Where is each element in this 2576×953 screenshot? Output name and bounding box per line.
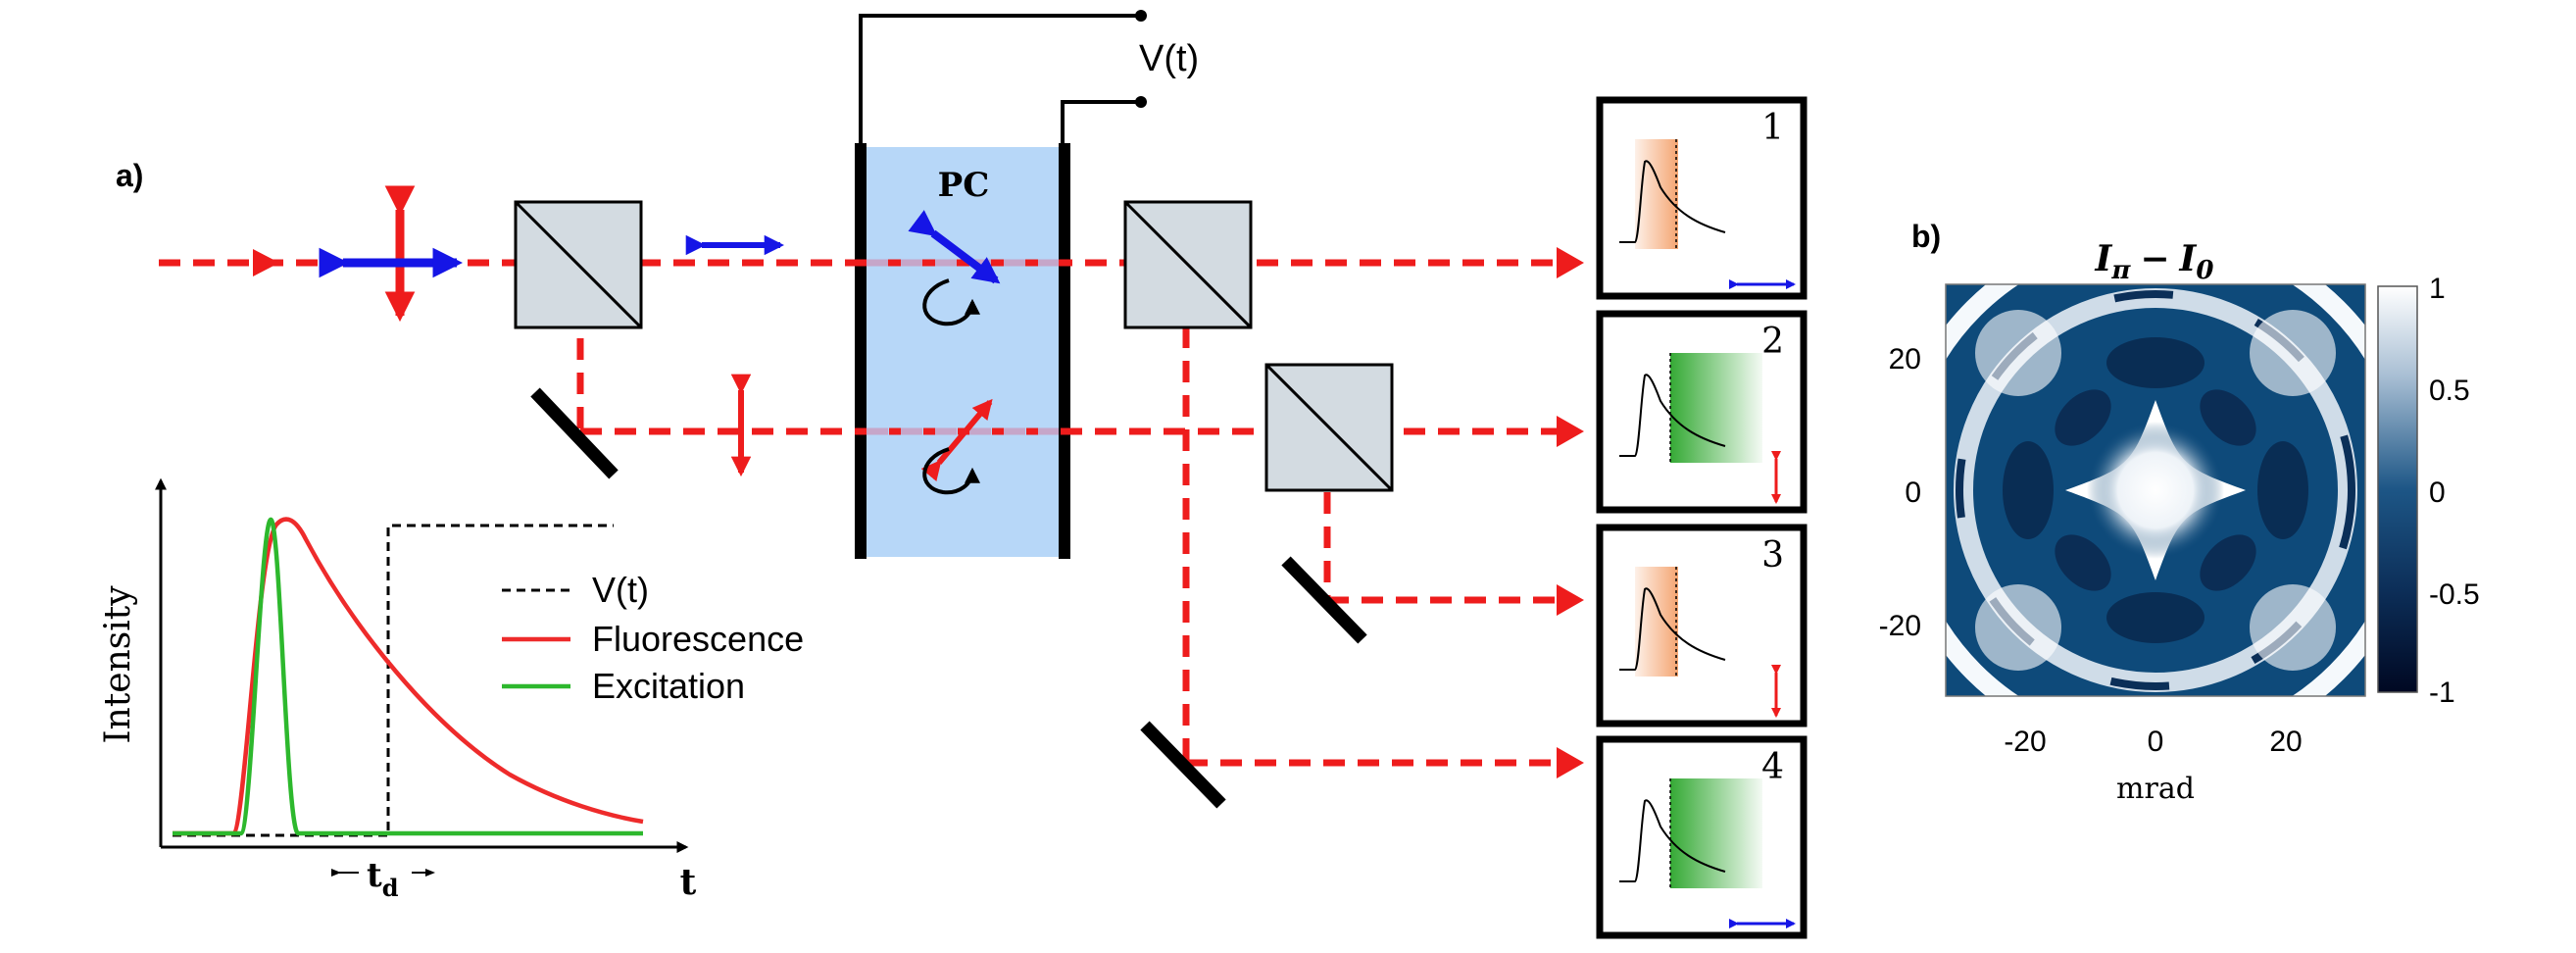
pockels-cell (861, 147, 1066, 557)
map-ytick-minus20: -20 (1879, 610, 1921, 642)
colorbar-tick-0.5: 0.5 (2429, 375, 2470, 407)
intensity-inset-plot: Intensity t V(t) Fluorescence Excitation… (98, 477, 804, 903)
beam-splitter-1 (514, 200, 643, 329)
map-xtick-20: 20 (2269, 726, 2302, 758)
colorbar-tick-1: 1 (2429, 273, 2446, 305)
panel-a-label: a) (116, 158, 143, 193)
voltage-wire-left (859, 14, 1141, 145)
delay-marker: td (331, 856, 435, 902)
fluorescence-curve (173, 517, 644, 836)
pockels-electrode-left (855, 143, 867, 559)
inset-legend: V(t) Fluorescence Excitation (502, 570, 804, 706)
legend-label-vt: V(t) (592, 570, 649, 610)
map-ytick-0: 0 (1905, 476, 1921, 509)
interference-map (1946, 284, 2365, 696)
legend-label-excitation: Excitation (592, 666, 745, 706)
map-ytick-20: 20 (1889, 343, 1921, 376)
voltage-label: V(t) (1139, 38, 1199, 79)
colorbar: 1 0.5 0 -0.5 -1 (2377, 273, 2480, 709)
detector-box-4: 4 (1596, 735, 1808, 939)
detector-number-2: 2 (1761, 322, 1784, 362)
input-polarization-icon (319, 185, 464, 323)
colorbar-tick-minus0.5: -0.5 (2429, 578, 2480, 611)
beam-splitter-2 (1123, 200, 1253, 329)
legend-label-fluorescence: Fluorescence (592, 619, 804, 659)
excitation-curve (173, 517, 643, 836)
map-xlabel: mrad (2116, 772, 2195, 806)
rotated-polarization-blue (908, 210, 1001, 284)
pockels-electrode-right (1059, 143, 1070, 559)
detector-4-arrowhead (1557, 747, 1584, 778)
detector-1-arrowhead (1557, 247, 1584, 278)
delay-label: td (367, 856, 399, 902)
rotation-arrow-lower (922, 447, 980, 495)
voltage-terminal-top (1135, 10, 1147, 22)
detector-number-3: 3 (1761, 535, 1784, 576)
rotation-arrow-upper (922, 278, 980, 326)
rotated-polarization-red (920, 398, 993, 482)
mirror-1 (530, 387, 619, 479)
map-xtick-minus20: -20 (2004, 726, 2046, 758)
input-beam-arrow (253, 249, 279, 276)
detector-3-arrowhead (1557, 584, 1584, 616)
panel-b-title: Iπ−I0 (2095, 238, 2214, 285)
map-frame (1945, 283, 2366, 697)
detector-box-3: 3 (1596, 524, 1808, 727)
detector-box-2: 2 (1596, 310, 1808, 514)
inset-xlabel: t (680, 862, 697, 903)
colorbar-tick-minus1: -1 (2429, 677, 2455, 709)
voltage-terminal-bottom (1135, 96, 1147, 108)
map-xtick-0: 0 (2148, 726, 2164, 758)
mirror-3 (1140, 721, 1226, 809)
voltage-wire-right (1061, 100, 1141, 145)
beam-splitter-3 (1264, 363, 1394, 492)
detector-number-4: 4 (1761, 747, 1784, 787)
mirror-2 (1281, 556, 1367, 644)
inset-ylabel: Intensity (98, 585, 138, 744)
pockels-cell-label: PC (938, 166, 990, 205)
detector-2-arrowhead (1557, 416, 1584, 447)
detector-number-1: 1 (1761, 108, 1784, 148)
vt-curve (173, 524, 614, 837)
colorbar-tick-0: 0 (2429, 476, 2446, 509)
panel-b-label: b) (1911, 219, 1941, 254)
detector-box-1: 1 (1596, 96, 1808, 300)
